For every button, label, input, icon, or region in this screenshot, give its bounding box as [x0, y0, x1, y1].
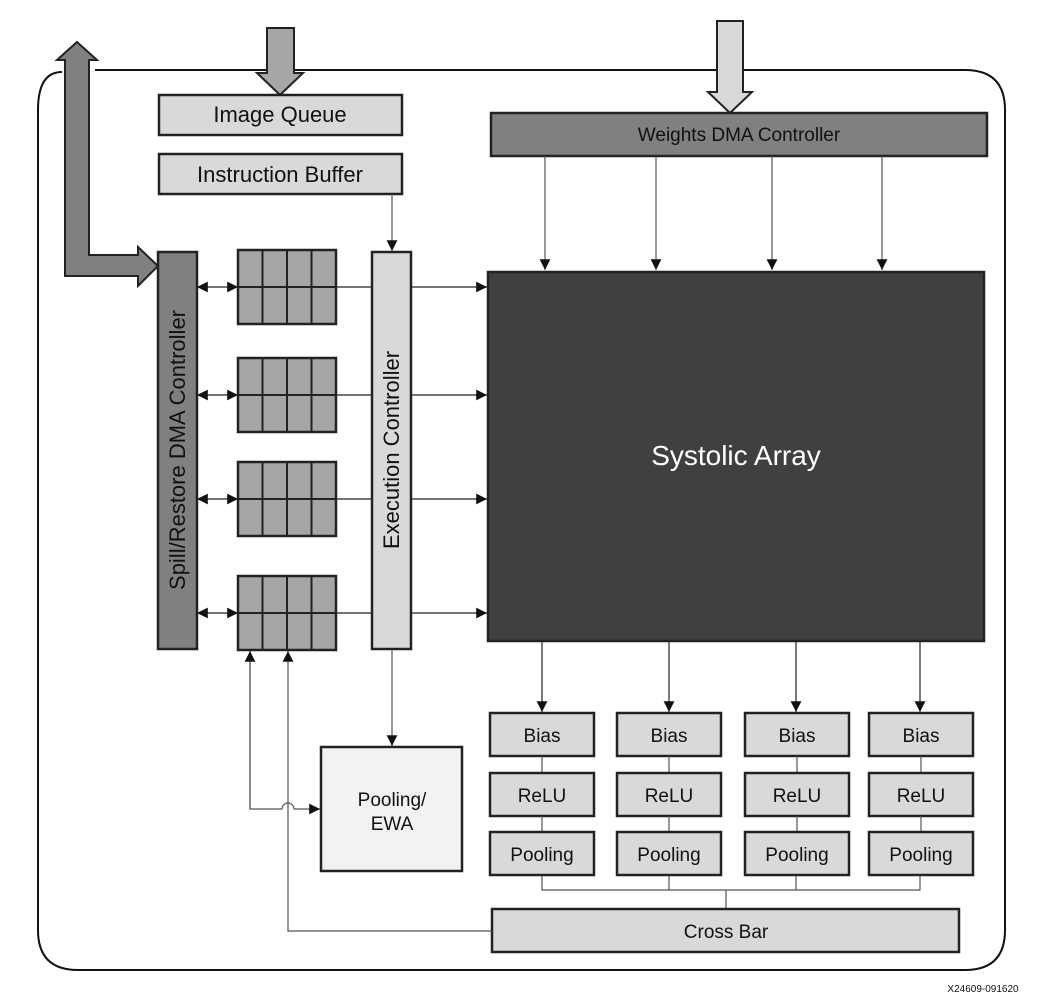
stage-label: Bias: [779, 726, 816, 747]
image-queue-label: Image Queue: [213, 102, 346, 127]
chip-boundary: [37, 69, 1006, 971]
stage-label: Pooling: [637, 845, 700, 866]
bank-ewa-arrow: [249, 651, 320, 815]
weights-input-arrow: [705, 20, 755, 115]
cross-bar-block: Cross Bar: [490, 907, 961, 954]
systolic-array-block: Systolic Array: [486, 270, 986, 643]
spill-restore-dma-block: Spill/Restore DMA Controller: [156, 250, 199, 651]
stage-label: Pooling: [889, 845, 952, 866]
image-input-arrow: [254, 27, 306, 97]
pipeline-stage-pooling: Pooling: [867, 830, 975, 877]
cross-bar-label: Cross Bar: [684, 922, 769, 943]
buffer-bank: [197, 356, 487, 434]
stage-label: Pooling: [510, 845, 573, 866]
execution-controller-label: Execution Controller: [379, 351, 404, 549]
stage-label: ReLU: [897, 786, 946, 807]
pipeline-stage-bias: Bias: [743, 711, 851, 758]
spill-restore-dma-label: Spill/Restore DMA Controller: [165, 310, 190, 590]
external-spill-arrow: [54, 40, 160, 289]
pipeline-stage-relu: ReLU: [615, 771, 723, 818]
pooling-ewa-label-2: EWA: [371, 814, 414, 835]
weights-dma-block: Weights DMA Controller: [489, 111, 989, 158]
instruction-buffer-label: Instruction Buffer: [197, 162, 363, 187]
stage-label: Pooling: [765, 845, 828, 866]
stage-label: Bias: [903, 726, 940, 747]
pipeline-stage-bias: Bias: [488, 711, 596, 758]
buffer-bank: [197, 248, 487, 326]
stage-label: ReLU: [518, 786, 567, 807]
stage-label: Bias: [524, 726, 561, 747]
pipeline-stage-bias: Bias: [615, 711, 723, 758]
crossbar-to-bank-arrow: [282, 651, 492, 932]
stage-label: ReLU: [773, 786, 822, 807]
pooling-merge-lines: [541, 876, 921, 909]
execution-controller-block: Execution Controller: [370, 250, 413, 651]
weights-dma-label: Weights DMA Controller: [638, 125, 841, 146]
image-queue-block: Image Queue: [157, 93, 404, 137]
pipeline-stage-relu: ReLU: [488, 771, 596, 818]
pipeline-stage-relu: ReLU: [743, 771, 851, 818]
pipeline-stage-pooling: Pooling: [615, 830, 723, 877]
systolic-array-label: Systolic Array: [651, 440, 821, 471]
stage-label: ReLU: [645, 786, 694, 807]
buffer-bank: [197, 460, 487, 538]
pipeline-stage-relu: ReLU: [867, 771, 975, 818]
buffer-bank: [197, 574, 487, 652]
pipeline-stage-pooling: Pooling: [743, 830, 851, 877]
pipeline-stage-bias: Bias: [867, 711, 975, 758]
pooling-ewa-label-1: Pooling/: [358, 790, 427, 811]
buffer-banks: [197, 248, 487, 652]
figure-id: X24609-091620: [947, 984, 1019, 995]
pipeline-stage-pooling: Pooling: [488, 830, 596, 877]
instruction-buffer-block: Instruction Buffer: [157, 152, 404, 196]
stage-label: Bias: [651, 726, 688, 747]
pooling-ewa-block: Pooling/ EWA: [319, 745, 464, 873]
